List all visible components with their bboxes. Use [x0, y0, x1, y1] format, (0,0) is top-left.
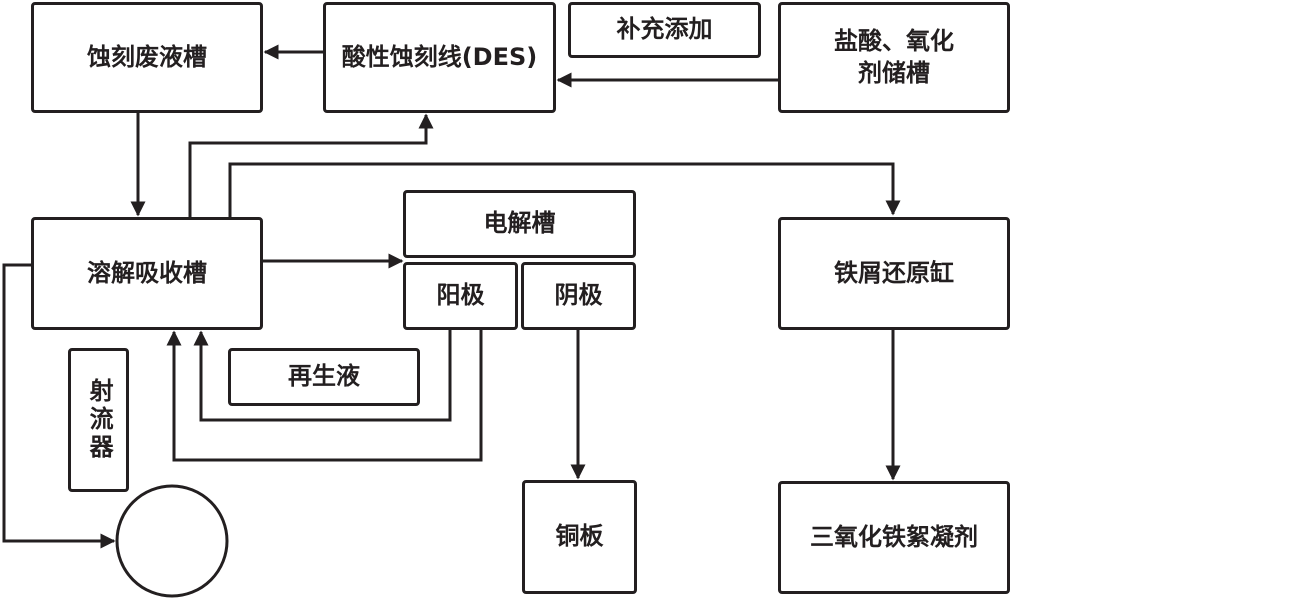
hcl-oxidant-tank-label-line2: 剂储槽 — [858, 58, 930, 87]
arrow-dissolve-to-iron — [228, 162, 901, 217]
arrow-anode-to-dissolve-1 — [193, 330, 452, 422]
copper-plate-label: 铜板 — [555, 522, 604, 551]
iron-reduction-tank: 铁屑还原缸 — [778, 217, 1010, 330]
anode-label: 阳极 — [436, 281, 485, 310]
electrolytic-cell-label: 电解槽 — [483, 209, 556, 238]
acidic-etch-line: 酸性蚀刻线(DES) — [323, 2, 556, 113]
cathode-label: 阴极 — [554, 281, 603, 310]
electrolytic-cell: 电解槽 — [403, 190, 636, 258]
supplement-add-label: 补充添加 — [616, 15, 713, 44]
ferric-flocculant: 三氧化铁絮凝剂 — [778, 481, 1010, 594]
iron-reduction-tank-label: 铁屑还原缸 — [834, 258, 954, 287]
dissolve-absorb-tank-label: 溶解吸收槽 — [87, 258, 207, 287]
arrow-dissolve-to-des — [188, 113, 434, 217]
anode: 阳极 — [403, 262, 518, 330]
acidic-etch-line-label: 酸性蚀刻线(DES) — [341, 42, 538, 71]
ejector: 射流器 — [68, 348, 129, 492]
dissolve-absorb-tank: 溶解吸收槽 — [31, 217, 263, 330]
hcl-oxidant-storage-tank: 盐酸、氧化 剂储槽 — [778, 2, 1010, 113]
etch-waste-tank-label: 蚀刻废液槽 — [87, 42, 207, 71]
ejector-label: 射流器 — [85, 378, 114, 462]
hcl-oxidant-tank-label-line1: 盐酸、氧化 — [834, 27, 954, 56]
arrow-dissolve-to-pump — [2, 263, 116, 549]
regen-liquid-label: 再生液 — [288, 362, 360, 391]
copper-plate: 铜板 — [522, 480, 637, 594]
cathode: 阴极 — [521, 262, 636, 330]
pump-circle — [115, 484, 229, 598]
regen-liquid-label-box: 再生液 — [228, 348, 420, 406]
arrow-anode-to-dissolve-2 — [166, 330, 483, 462]
supplement-add-label-box: 补充添加 — [568, 2, 761, 58]
ferric-flocculant-label: 三氧化铁絮凝剂 — [810, 522, 978, 551]
etch-waste-tank: 蚀刻废液槽 — [31, 2, 263, 113]
